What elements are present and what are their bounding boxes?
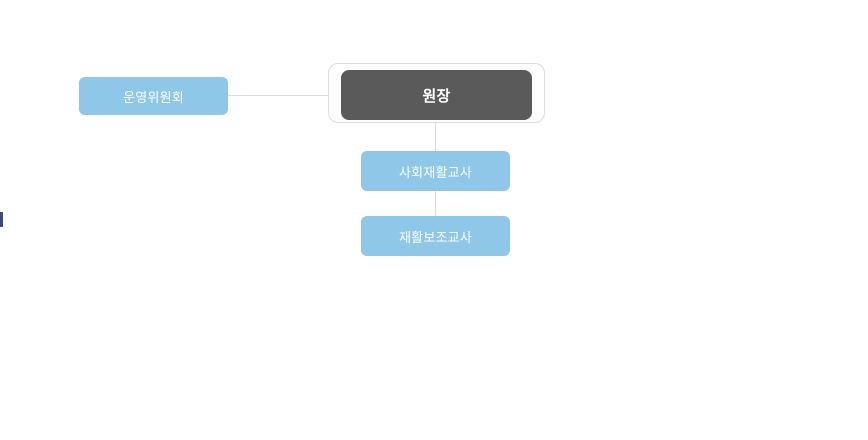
connector-committee-to-director xyxy=(228,95,328,96)
org-node-social-rehab-teacher[interactable]: 사회재활교사 xyxy=(361,151,510,191)
org-node-director[interactable]: 원장 xyxy=(341,70,532,120)
connector-social-to-assistant xyxy=(435,191,436,216)
connector-director-to-social xyxy=(435,123,436,151)
org-node-committee-label: 운영위원회 xyxy=(123,90,184,106)
org-node-rehab-assistant-teacher[interactable]: 재활보조교사 xyxy=(361,216,510,256)
left-edge-marker xyxy=(0,212,3,227)
org-node-rehab-assistant-teacher-label: 재활보조교사 xyxy=(399,230,472,246)
org-node-director-label: 원장 xyxy=(422,86,451,105)
org-node-social-rehab-teacher-label: 사회재활교사 xyxy=(399,165,472,181)
org-node-committee[interactable]: 운영위원회 xyxy=(79,77,228,115)
